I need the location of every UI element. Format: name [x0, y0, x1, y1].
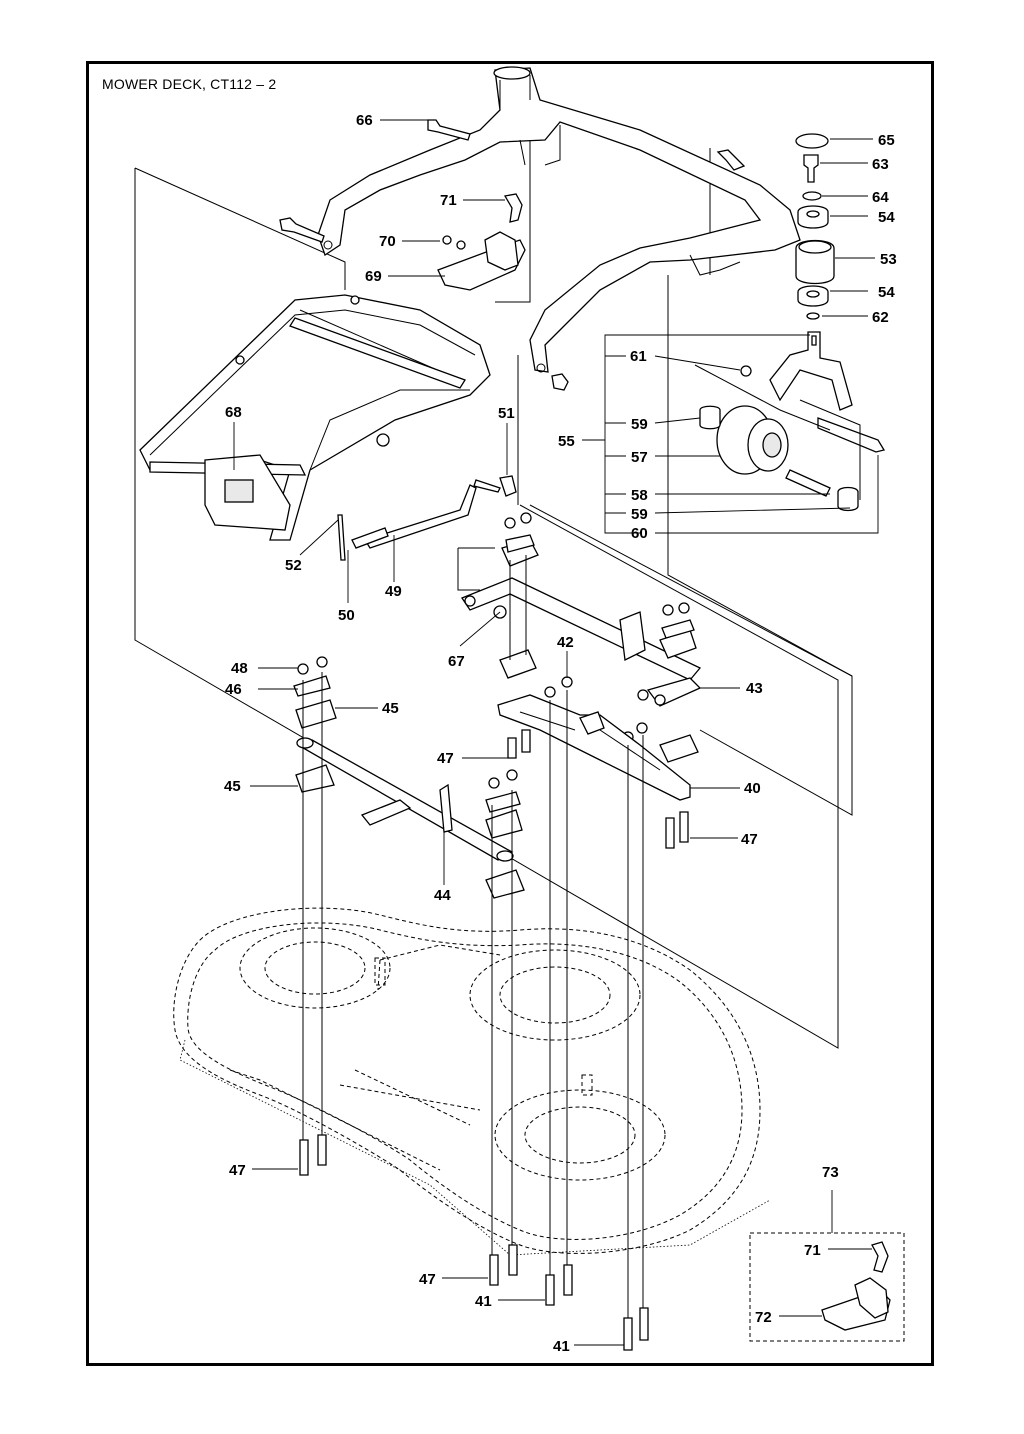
clip-71	[503, 193, 523, 223]
callout-54-upper: 54	[878, 209, 895, 226]
bracket-69	[437, 231, 526, 291]
callout-55: 55	[558, 433, 575, 450]
front-bracket-40	[497, 694, 691, 801]
assembly-axis-lines	[302, 555, 644, 1330]
group-55-bracket	[582, 334, 879, 534]
callout-67: 67	[448, 653, 465, 670]
caster-assembly-55	[694, 133, 886, 512]
callout-53: 53	[880, 251, 897, 268]
callout-63: 63	[872, 156, 889, 173]
callout-43: 43	[746, 680, 763, 697]
callout-73: 73	[822, 1164, 839, 1181]
deck-carrier-frame-68	[139, 294, 491, 541]
callout-59-lower: 59	[631, 506, 648, 523]
callout-51: 51	[498, 405, 515, 422]
callout-62: 62	[872, 309, 889, 326]
callout-44: 44	[434, 887, 451, 904]
callout-42: 42	[557, 634, 574, 651]
callout-50: 50	[338, 607, 355, 624]
bushing-blocks	[499, 512, 699, 763]
callout-52: 52	[285, 557, 302, 574]
bolts-47-mid	[507, 729, 689, 849]
callout-45-upper: 45	[382, 700, 399, 717]
callout-64: 64	[872, 189, 889, 206]
callout-47-mid: 47	[437, 750, 454, 767]
callout-66: 66	[356, 112, 373, 129]
callout-48: 48	[231, 660, 248, 677]
callout-68: 68	[225, 404, 242, 421]
callout-61: 61	[630, 348, 647, 365]
callout-41-upper: 41	[475, 1293, 492, 1310]
diagram-frame	[86, 61, 934, 1366]
callout-46: 46	[225, 681, 242, 698]
callout-49: 49	[385, 583, 402, 600]
callout-59-upper: 59	[631, 416, 648, 433]
mower-deck-housing	[173, 907, 771, 1256]
bottom-bolts	[299, 1134, 649, 1351]
callout-41-lower: 41	[553, 1338, 570, 1355]
frame-bolts	[279, 119, 746, 391]
assembly-grouping-lines	[134, 125, 853, 1049]
callout-69: 69	[365, 268, 382, 285]
callout-40: 40	[744, 780, 761, 797]
callout-54-lower: 54	[878, 284, 895, 301]
rear-axle-44	[293, 656, 525, 899]
callout-45-lower: 45	[224, 778, 241, 795]
callout-71: 71	[440, 192, 457, 209]
callout-47-right: 47	[741, 831, 758, 848]
callout-labels: 66 71 70 69 68 65 63 64 54 53 54 62 61 5…	[224, 112, 897, 1355]
callout-60: 60	[631, 525, 648, 542]
callout-58: 58	[631, 487, 648, 504]
kit-73-box	[749, 1190, 905, 1342]
callout-71-kit: 71	[804, 1242, 821, 1259]
callout-47-left: 47	[229, 1162, 246, 1179]
diagram-title: MOWER DECK, CT112 – 2	[102, 76, 277, 92]
callout-leaders	[233, 119, 875, 1346]
callout-47-bottom: 47	[419, 1271, 436, 1288]
callout-70: 70	[379, 233, 396, 250]
pivot-shaft-43	[461, 577, 702, 707]
callout-65: 65	[878, 132, 895, 149]
callout-72: 72	[755, 1309, 772, 1326]
lift-rod-parts	[337, 475, 517, 561]
callout-57: 57	[631, 449, 648, 466]
